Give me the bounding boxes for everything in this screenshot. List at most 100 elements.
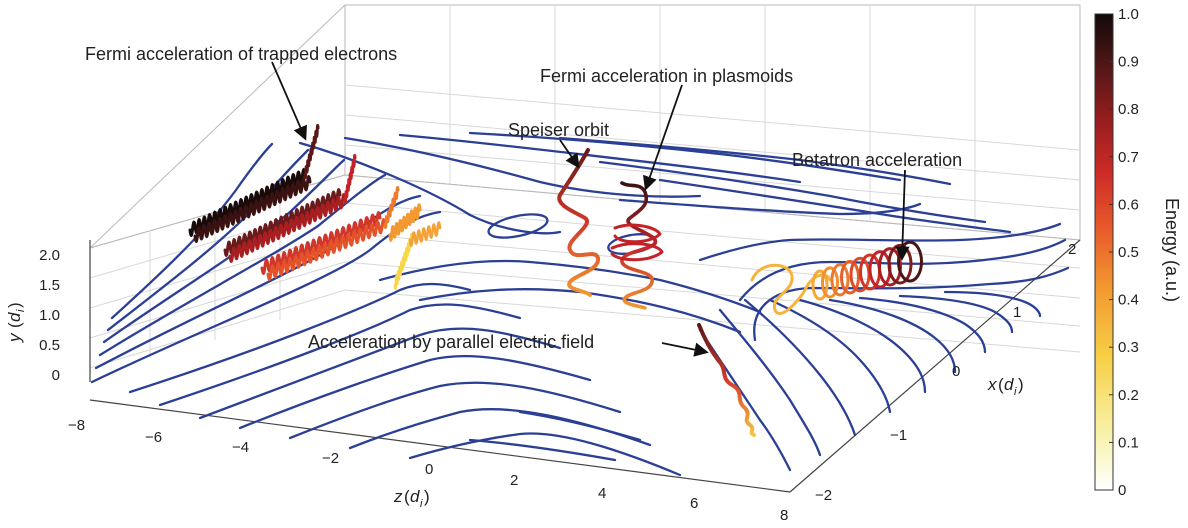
field-line — [738, 238, 1067, 302]
field-line — [798, 298, 927, 394]
field-line — [343, 136, 702, 198]
field-line — [468, 131, 902, 182]
arrow-betatron — [895, 169, 910, 261]
colorbar: 00.10.20.30.40.50.60.70.80.91.0 Energy (… — [1094, 6, 1182, 499]
colorbar-tick-label: 0.3 — [1118, 339, 1139, 356]
field-line — [598, 160, 987, 224]
field-line — [418, 288, 742, 334]
trapped-helix — [303, 124, 320, 179]
betatron-coil — [897, 240, 923, 283]
trajectory-fermi-trapped — [188, 124, 442, 291]
field-line — [408, 432, 682, 477]
svg-text:i: i — [420, 498, 423, 510]
trapped-helix — [393, 232, 414, 291]
trapped-helix — [388, 203, 422, 242]
svg-text:i: i — [15, 309, 27, 312]
z-axis: −8 −6 −4 −2 0 2 4 6 8 z ( d i ) — [68, 417, 788, 524]
svg-text:i: i — [1014, 386, 1017, 398]
field-line — [698, 222, 1062, 262]
field-line — [238, 354, 592, 430]
y-tick: 0.5 — [39, 337, 60, 354]
field-line — [753, 266, 1070, 342]
trapped-helix — [266, 218, 387, 281]
field-line — [128, 282, 472, 394]
field-line — [743, 298, 857, 437]
field-line — [288, 381, 622, 440]
trapped-helix — [228, 193, 347, 263]
y-tick: 0 — [52, 367, 60, 384]
z-tick: −8 — [68, 417, 85, 434]
svg-text:): ) — [424, 487, 430, 506]
trapped-helix — [383, 186, 400, 229]
x-tick: −2 — [815, 487, 832, 504]
trapped-helix — [343, 154, 357, 204]
arrow-speiser — [559, 139, 580, 169]
arrow-fermi-plasmoids — [643, 84, 683, 191]
z-tick: −4 — [232, 439, 249, 456]
particle-trajectories — [188, 124, 923, 437]
colorbar-tick-label: 0.9 — [1118, 54, 1139, 71]
z-tick: 8 — [780, 507, 788, 523]
y-tick: 2.0 — [39, 247, 60, 264]
colorbar-tick-label: 0.8 — [1118, 101, 1139, 118]
field-line — [98, 173, 387, 357]
arrow-fermi-trapped — [271, 61, 308, 141]
annotation-arrows — [271, 61, 910, 357]
colorbar-tick-label: 0.5 — [1118, 244, 1139, 261]
z-axis-label: z ( d i ) — [393, 487, 430, 510]
field-line — [398, 133, 802, 184]
svg-text:z: z — [393, 487, 403, 506]
label-betatron: Betatron acceleration — [792, 150, 962, 170]
svg-text:): ) — [1018, 375, 1024, 394]
betatron-coil — [821, 266, 839, 299]
colorbar-tick-label: 0.7 — [1118, 149, 1139, 166]
y-axis: 0 0.5 1.0 1.5 2.0 y ( d i ) — [5, 247, 60, 384]
trajectory-plasmoid — [620, 181, 657, 310]
svg-text:d: d — [5, 312, 24, 322]
colorbar-tick-label: 1.0 — [1118, 6, 1139, 23]
z-tick: 0 — [425, 461, 433, 478]
colorbar-tick-label: 0.6 — [1118, 196, 1139, 213]
svg-text:): ) — [5, 302, 24, 308]
betatron-coil — [840, 259, 860, 295]
betatron-coil — [887, 243, 913, 285]
field-line — [198, 327, 562, 420]
colorbar-label: Energy (a.u.) — [1162, 198, 1182, 302]
svg-text:y: y — [5, 332, 24, 343]
x-tick: 0 — [952, 363, 960, 380]
trapped-helix — [193, 175, 312, 243]
field-line — [110, 142, 274, 320]
colorbar-tick-label: 0 — [1118, 482, 1126, 499]
field-line — [298, 141, 562, 235]
betatron-coil — [878, 247, 902, 287]
field-line — [718, 308, 822, 457]
z-tick: 4 — [598, 485, 606, 502]
x-axis-label: x ( d i ) — [987, 375, 1024, 398]
z-tick: −2 — [322, 450, 339, 467]
x-tick: 1 — [1013, 304, 1021, 321]
field-line — [858, 296, 987, 354]
magnetic-field-lines — [90, 131, 1070, 477]
svg-text:(: ( — [998, 375, 1004, 394]
svg-text:(: ( — [5, 322, 24, 328]
svg-text:d: d — [1004, 375, 1014, 394]
plasmoid-island — [487, 213, 549, 239]
betatron-coil — [811, 269, 829, 301]
trajectory-parallel-field — [697, 323, 756, 437]
colorbar-tick-label: 0.1 — [1118, 434, 1139, 451]
x-tick: 2 — [1068, 241, 1076, 258]
field-line — [378, 259, 762, 314]
y-axis-label: y ( d i ) — [5, 302, 27, 343]
field-line — [828, 298, 957, 374]
svg-text:x: x — [987, 375, 997, 394]
x-tick: −1 — [890, 427, 907, 444]
field-line — [768, 298, 892, 414]
colorbar-tick-label: 0.2 — [1118, 387, 1139, 404]
trajectory-betatron — [750, 240, 923, 315]
label-fermi-trapped: Fermi acceleration of trapped electrons — [85, 44, 397, 64]
field-line — [943, 290, 1042, 318]
y-tick: 1.5 — [39, 277, 60, 294]
svg-text:(: ( — [404, 487, 410, 506]
